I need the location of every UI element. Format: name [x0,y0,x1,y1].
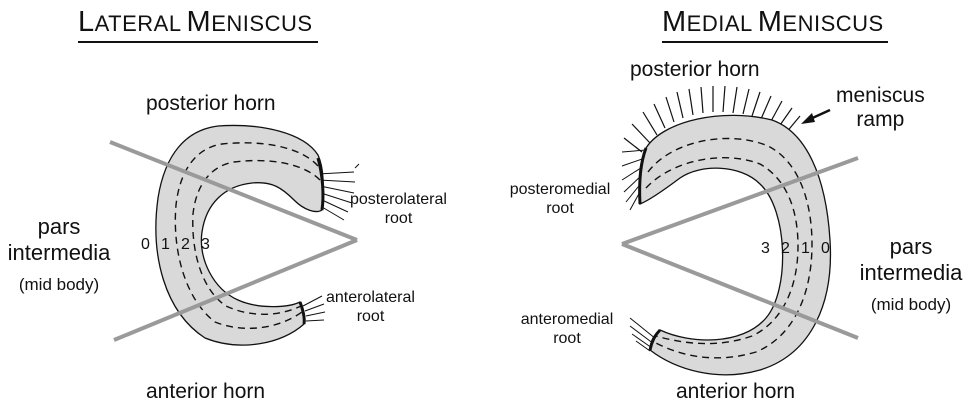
lateral-zone-3: 3 [201,236,210,254]
medial-anterior-horn-label: anterior horn [676,380,795,404]
medial-pars-line1: pars [856,234,966,260]
posterolateral-root-line1: posterolateral [350,190,447,209]
lateral-zone-1: 1 [161,236,170,254]
meniscus-ramp-line2: ramp [836,108,925,132]
medial-meniscus [622,86,858,375]
meniscus-ramp-line1: meniscus [836,84,925,108]
anterolateral-root-fibers [303,296,325,321]
medial-zone-3: 3 [761,240,770,258]
medial-zone-0: 0 [821,240,830,258]
anteromedial-root-label: anteromedial root [508,310,626,348]
posteromedial-root-line2: root [498,199,622,218]
posteromedial-root-label: posteromedial root [498,180,622,218]
lateral-zone-0: 0 [141,236,150,254]
posteromedial-root-line1: posteromedial [498,180,622,199]
posterolateral-root-line2: root [350,209,447,228]
medial-zone-2: 2 [781,240,790,258]
medial-pars-line3: (mid body) [856,292,966,318]
anterolateral-root-line1: anterolateral [326,288,415,307]
medial-posterior-horn-label: posterior horn [630,58,760,82]
lateral-pars-line3: (mid body) [4,272,114,298]
lateral-pars-line2: intermedia [4,240,114,266]
lateral-zone-2: 2 [181,236,190,254]
meniscus-ramp-arrow [801,110,830,124]
medial-pars-intermedia-label: pars intermedia (mid body) [856,234,966,318]
lateral-anterior-horn-label: anterior horn [146,380,265,404]
meniscus-ramp-label: meniscus ramp [836,84,925,132]
lateral-pars-line1: pars [4,214,114,240]
medial-pars-line2: intermedia [856,260,966,286]
anterolateral-root-label: anterolateral root [326,288,415,326]
lateral-posterior-horn-label: posterior horn [146,92,276,116]
anteromedial-root-line1: anteromedial [508,310,626,329]
lateral-pars-intermedia-label: pars intermedia (mid body) [4,214,114,298]
anterolateral-root-line2: root [326,307,415,326]
anteromedial-root-line2: root [508,329,626,348]
medial-zone-1: 1 [801,240,810,258]
posterolateral-root-label: posterolateral root [350,190,447,228]
